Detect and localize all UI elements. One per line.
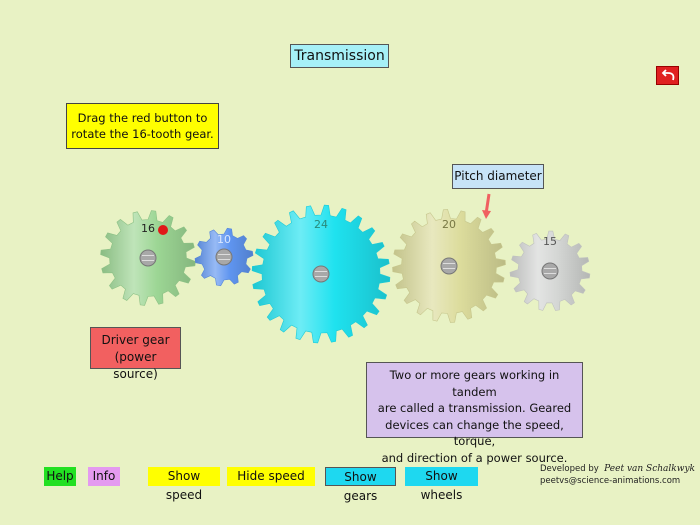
- instruction-note: Drag the red button to rotate the 16-too…: [66, 103, 219, 149]
- instruction-line-2: rotate the 16-tooth gear.: [71, 127, 214, 141]
- description-line-1: Two or more gears working in tandem: [389, 368, 560, 399]
- driver-gear-label: Driver gear (power source): [90, 327, 181, 381]
- hide-speed-button[interactable]: Hide speed: [227, 467, 315, 486]
- show-wheels-button[interactable]: Show wheels: [405, 467, 478, 502]
- credit-developed-by: Developed by: [540, 464, 599, 474]
- back-button[interactable]: [656, 66, 679, 85]
- driver-line-1: Driver gear: [101, 333, 170, 347]
- help-button[interactable]: Help: [44, 467, 76, 486]
- description-line-3: devices can change the speed, torque,: [385, 417, 564, 449]
- instruction-line-1: Drag the red button to: [77, 111, 208, 125]
- pitch-diameter-label: Pitch diameter: [452, 164, 544, 189]
- back-arrow-icon: [661, 69, 675, 81]
- gear-axle: [541, 262, 559, 280]
- gear-label-10: 10: [217, 233, 231, 246]
- gear-axle: [215, 248, 233, 266]
- credit: Developed by Peet van Schalkwyk peetvs@s…: [540, 463, 695, 487]
- gear-label-16: 16: [141, 222, 155, 235]
- gear-label-24: 24: [314, 218, 328, 231]
- credit-author: Peet van Schalkwyk: [604, 464, 695, 474]
- page-title: Transmission: [290, 44, 389, 68]
- show-speed-button[interactable]: Show speed: [148, 467, 220, 502]
- gear-axle: [312, 265, 330, 283]
- gear-axle: [440, 257, 458, 275]
- drag-handle-red-dot[interactable]: [158, 225, 168, 235]
- show-gears-button[interactable]: Show gears: [325, 467, 396, 503]
- down-arrow-icon: [482, 193, 491, 219]
- info-button[interactable]: Info: [88, 467, 120, 486]
- gear-label-20: 20: [442, 218, 456, 231]
- description-line-4: and direction of a power source.: [381, 450, 568, 465]
- gear-label-15: 15: [543, 235, 557, 248]
- gear-axle: [139, 249, 157, 267]
- transmission-description: Two or more gears working in tandem are …: [366, 362, 583, 465]
- credit-email: peetvs@science-animations.com: [540, 476, 681, 486]
- description-line-2: are called a transmission. Geared: [377, 401, 572, 415]
- driver-line-2: (power source): [113, 350, 158, 381]
